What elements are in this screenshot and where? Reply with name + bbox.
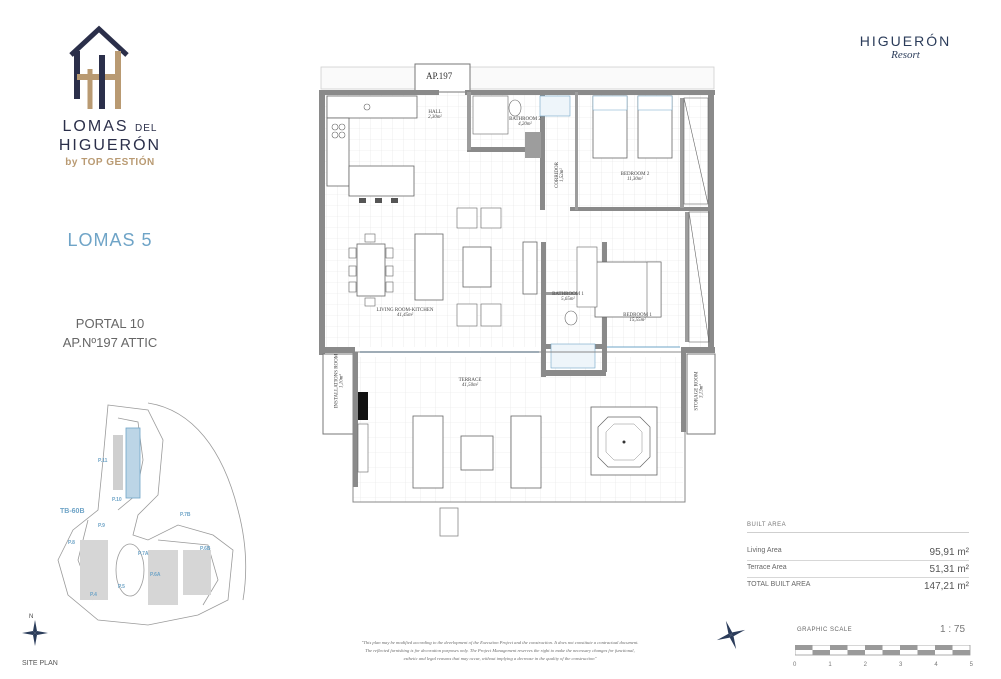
site-zone-label: TB-60B <box>60 508 85 515</box>
project-title: LOMAS 5 <box>67 230 153 250</box>
portal-label-p4: P.4 <box>90 592 97 598</box>
floor-plan <box>319 63 716 537</box>
portal-label: PORTAL 10 <box>75 316 145 331</box>
graphic-scale-ratio: 1 : 75 <box>940 624 966 635</box>
site-plan-label: SITE PLAN <box>22 660 58 667</box>
scale-tick: 5 <box>969 662 973 668</box>
scale-tick: 1 <box>828 662 832 668</box>
portal-label-p5: P.5 <box>118 584 125 590</box>
brand-line-1: LOMAS DEL <box>62 118 158 135</box>
built-area-divider <box>747 532 969 533</box>
brand-line-2: HIGUERÓN <box>58 137 162 154</box>
portal-label-p10: P.10 <box>112 497 122 503</box>
portal-label-p6b: P.6B <box>200 546 211 552</box>
portal-label-p7a: P.7A <box>138 551 149 557</box>
scale-tick: 4 <box>934 662 938 668</box>
portal-label-p7b: P.7B <box>180 512 191 518</box>
graphic-scale-bar <box>795 645 971 656</box>
lomas-logo-icon <box>69 25 129 109</box>
built-area-title: BUILT AREA <box>747 522 787 528</box>
site-plan-map <box>57 402 247 626</box>
scale-tick: 0 <box>793 662 797 668</box>
disclaimer-text: "This plan may be modified according to … <box>361 640 639 661</box>
portal-label-p11: P.11 <box>98 458 108 464</box>
portal-label-p8: P.8 <box>68 540 75 546</box>
compass-right-icon <box>716 620 746 650</box>
higueron-logo: HIGUERÓN <box>859 33 952 49</box>
apartment-label: AP.Nº197 ATTIC <box>62 335 158 350</box>
north-label: N <box>29 614 34 620</box>
compass-icon <box>22 620 48 646</box>
higueron-resort-label: Resort <box>891 49 920 61</box>
brand-line-3: by TOP GESTIÓN <box>65 157 155 168</box>
portal-label-p6a: P.6A <box>150 572 161 578</box>
scale-tick: 2 <box>863 662 867 668</box>
graphic-scale-ticks: 0 1 2 3 4 5 <box>793 662 973 668</box>
graphic-scale-label: GRAPHIC SCALE <box>797 627 853 633</box>
apartment-tag: AP.197 <box>426 71 453 81</box>
portal-label-p9: P.9 <box>98 523 105 529</box>
scale-tick: 3 <box>898 662 903 668</box>
